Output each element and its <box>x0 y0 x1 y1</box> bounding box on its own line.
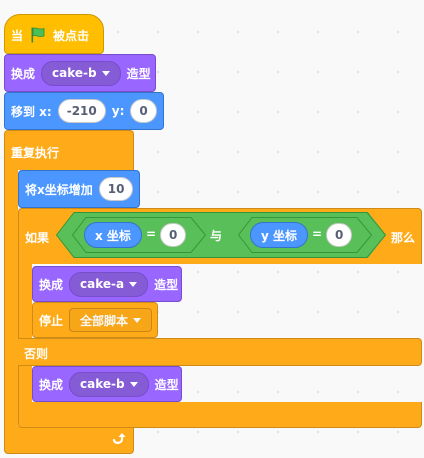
equals-right-outline <box>238 217 372 253</box>
stop-label: 停止 <box>39 313 64 328</box>
switch-costume-suffix: 造型 <box>154 377 179 392</box>
stop-option-value: 全部脚本 <box>80 313 129 328</box>
switch-costume-label: 换成 <box>39 377 64 392</box>
x-input[interactable]: -210 <box>57 99 106 123</box>
forever-block[interactable]: 重复执行 <box>4 130 134 170</box>
then-label: 那么 <box>391 231 416 245</box>
green-flag-icon <box>29 26 47 44</box>
if-else-arm <box>18 262 32 404</box>
y-position-reporter[interactable]: y 坐标 <box>250 222 309 248</box>
equals-sign-left: = <box>146 227 157 241</box>
hat-content: 当 被点击 <box>11 26 89 44</box>
if-label: 如果 <box>25 231 50 245</box>
and-label: 与 <box>210 229 223 243</box>
change-x-label: 将x坐标增加 <box>25 182 93 197</box>
else-label: 否则 <box>24 347 49 361</box>
switch-costume-suffix: 造型 <box>154 277 179 292</box>
costume-dropdown[interactable]: cake-b <box>69 371 149 397</box>
costume-dropdown[interactable]: cake-a <box>69 271 149 297</box>
go-to-label: 移到 x: <box>11 104 52 119</box>
equals-left-outline <box>72 217 206 253</box>
loop-arrow-icon <box>111 431 127 447</box>
when-flag-clicked-block[interactable]: 当 被点击 <box>4 14 104 54</box>
else-bar: 否则 <box>18 338 422 366</box>
equals-right-value[interactable]: 0 <box>326 223 353 247</box>
y-label: y: <box>111 104 125 118</box>
forever-label: 重复执行 <box>11 146 60 160</box>
switch-costume-block[interactable]: 换成 cake-b 造型 <box>4 54 156 92</box>
y-input[interactable]: 0 <box>130 99 157 123</box>
switch-costume-suffix: 造型 <box>126 66 151 81</box>
switch-costume-label: 换成 <box>11 66 36 81</box>
and-operator-outline <box>56 212 386 258</box>
forever-bottom <box>4 426 134 454</box>
go-to-xy-block[interactable]: 移到 x: -210 y: 0 <box>4 92 164 130</box>
chevron-down-icon <box>133 317 142 323</box>
costume-dropdown[interactable]: cake-b <box>41 60 121 86</box>
switch-costume-block[interactable]: 换成 cake-b 造型 <box>32 366 182 402</box>
if-else-bottom <box>18 402 422 428</box>
hat-suffix: 被点击 <box>53 28 90 43</box>
chevron-down-icon <box>129 281 138 287</box>
costume-dropdown-value: cake-b <box>80 377 125 391</box>
costume-dropdown-value: cake-b <box>52 66 97 80</box>
costume-dropdown-value: cake-a <box>80 277 125 291</box>
stop-option-dropdown[interactable]: 全部脚本 <box>69 308 153 332</box>
switch-costume-block[interactable]: 换成 cake-a 造型 <box>32 266 182 302</box>
equals-left-value[interactable]: 0 <box>160 223 187 247</box>
change-x-input[interactable]: 10 <box>98 177 134 201</box>
equals-sign-right: = <box>312 227 323 241</box>
chevron-down-icon <box>129 381 138 387</box>
stop-block[interactable]: 停止 全部脚本 <box>32 302 158 338</box>
change-x-block[interactable]: 将x坐标增加 10 <box>18 170 140 208</box>
chevron-down-icon <box>101 70 110 76</box>
x-position-reporter[interactable]: x 坐标 <box>84 222 142 248</box>
forever-arm <box>4 168 18 428</box>
switch-costume-label: 换成 <box>39 277 64 292</box>
hat-prefix: 当 <box>11 28 24 43</box>
